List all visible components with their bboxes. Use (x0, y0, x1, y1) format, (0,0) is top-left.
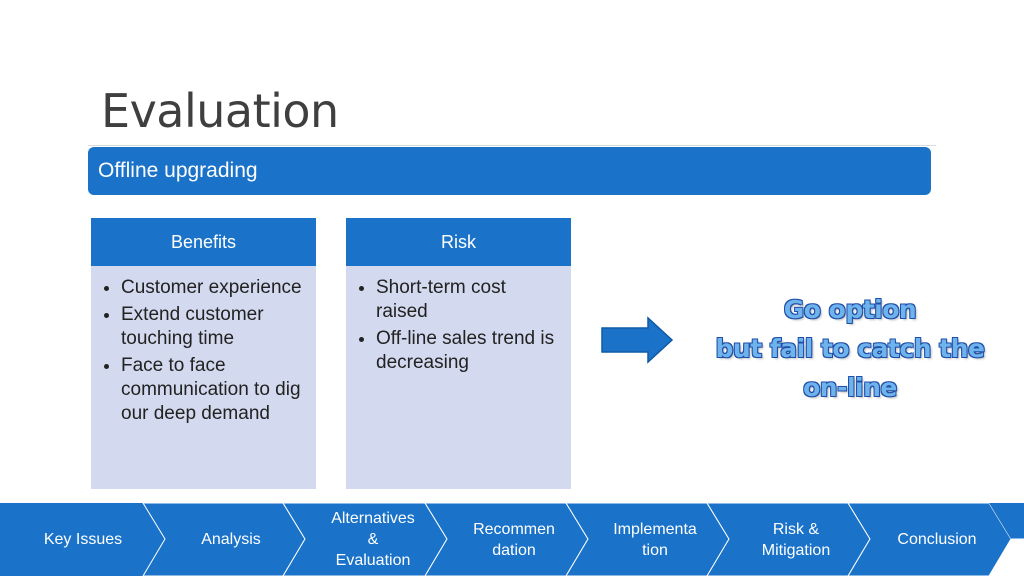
nav-step-implementation[interactable]: Implementa tion (613, 520, 697, 559)
section-banner: Offline upgrading (88, 147, 931, 195)
list-item: Off-line sales trend is decreasing (376, 327, 559, 375)
risk-header: Risk (346, 218, 571, 266)
list-item: Short-term cost raised (376, 276, 559, 324)
slide-title: Evaluation (101, 84, 339, 138)
callout-line-1: Go option (783, 295, 917, 324)
nav-step-conclusion[interactable]: Conclusion (897, 531, 977, 548)
list-item: Customer experience (121, 276, 304, 300)
nav-step-risk-mitigation[interactable]: Risk & Mitigation (761, 520, 831, 559)
title-divider (88, 145, 936, 146)
go-option-callout: Go option but fail to catch the on-line (700, 290, 1000, 407)
nav-step-key-issues[interactable]: Key Issues (43, 531, 123, 548)
nav-step-recommendation[interactable]: Recommen dation (473, 520, 555, 559)
benefits-card: Benefits Customer experience Extend cust… (91, 218, 316, 489)
nav-step-alternatives[interactable]: Alternatives & Evaluation (331, 510, 415, 569)
list-item: Face to face communication to dig our de… (121, 354, 304, 426)
risk-body: Short-term cost raised Off-line sales tr… (346, 266, 571, 489)
risk-card: Risk Short-term cost raised Off-line sal… (346, 218, 571, 489)
process-nav: Key Issues Analysis Alternatives & Evalu… (0, 503, 1024, 576)
nav-step-analysis[interactable]: Analysis (201, 531, 261, 548)
process-nav-chevrons (0, 503, 1024, 576)
benefits-body: Customer experience Extend customer touc… (91, 266, 316, 489)
benefits-list: Customer experience Extend customer touc… (101, 276, 304, 426)
risk-list: Short-term cost raised Off-line sales tr… (356, 276, 559, 375)
list-item: Extend customer touching time (121, 303, 304, 351)
callout-line-3: on-line (803, 373, 897, 402)
benefits-header: Benefits (91, 218, 316, 266)
callout-line-2: but fail to catch the (715, 334, 985, 363)
right-arrow-icon (600, 316, 674, 369)
